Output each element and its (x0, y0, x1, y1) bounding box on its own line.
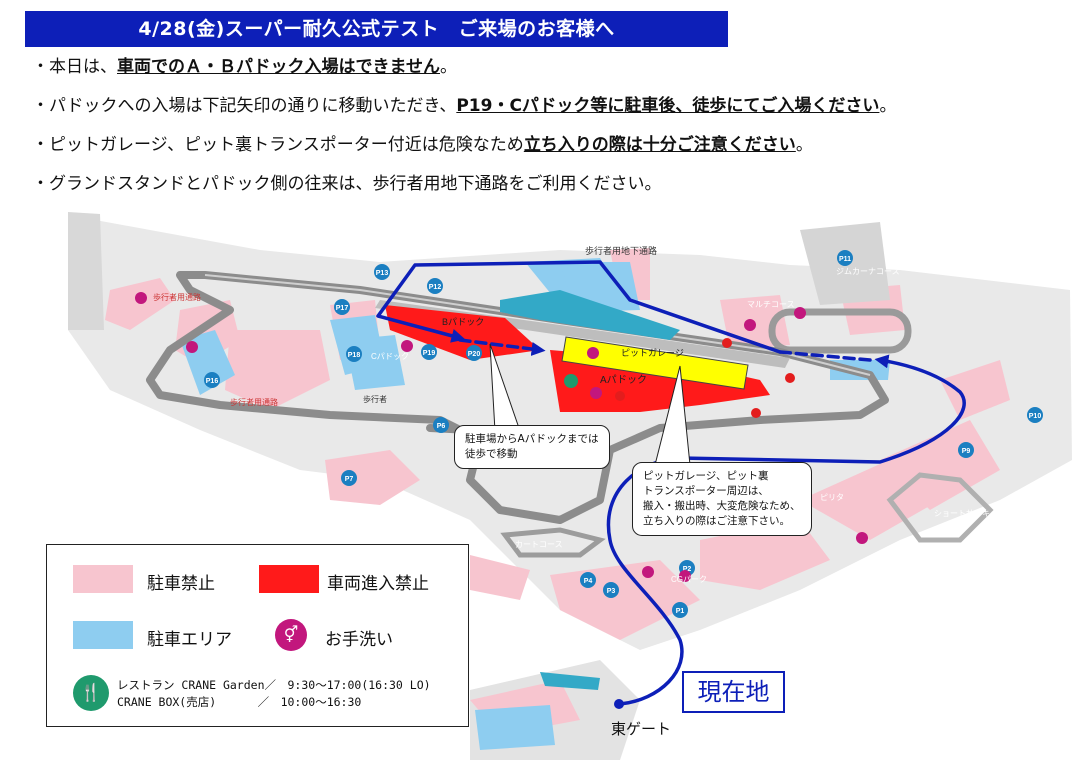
parking-marker-p17: P17 (334, 299, 350, 315)
svg-text:P17: P17 (336, 305, 349, 312)
pit-garage (561, 336, 749, 390)
parking-marker-p19: P19 (421, 344, 437, 360)
restroom-icon (642, 566, 654, 578)
parking-marker-p1: P1 (672, 602, 688, 618)
restroom-icon (587, 347, 599, 359)
ground-left-strip (68, 212, 104, 330)
svg-text:P9: P9 (962, 448, 971, 455)
parking-marker-p6: P6 (433, 417, 449, 433)
svg-text:P6: P6 (437, 423, 446, 430)
multi-course-label: マルチコース (747, 300, 795, 309)
no-entry-markers (615, 338, 795, 418)
parking-marker-p16: P16 (204, 372, 220, 388)
notice-list: ・本日は、車両でのＡ・Ｂパドック入場はできません。 ・パドックへの入場は下記矢印… (32, 58, 896, 214)
restaurant-icon: 🍴 (73, 675, 109, 711)
danger-callout: ピットガレージ、ピット裏 トランスポーター周辺は、 搬入・搬出時、大変危険なため… (632, 462, 812, 536)
svg-text:P10: P10 (1029, 413, 1042, 420)
svg-text:P2: P2 (683, 566, 692, 573)
restroom-icon (744, 319, 756, 331)
restroom-icon (679, 570, 691, 582)
parking-marker-p7: P7 (341, 470, 357, 486)
parking-marker-p18: P18 (346, 346, 362, 362)
short-circuit-label: ショートサーキット (934, 509, 1006, 518)
short-circuit-track (886, 472, 994, 543)
restroom-icon (186, 341, 198, 353)
restroom-markers (135, 292, 868, 582)
parking-marker-p13: P13 (374, 264, 390, 280)
svg-text:P20: P20 (468, 351, 481, 358)
pit-garage-label: ピットガレージ (621, 348, 684, 358)
b-paddock-label: Bパドック (442, 317, 484, 327)
restaurant-hours: レストラン CRANE Garden／ 9:30〜17:00(16:30 LO)… (117, 678, 431, 709)
svg-text:P3: P3 (607, 588, 616, 595)
restroom-icon (856, 532, 868, 544)
restroom-icon (401, 340, 413, 352)
pedestrian-road-label: 歩行者用通路 (230, 397, 278, 407)
a-paddock-label: Aパドック (600, 374, 647, 386)
pirita-label: ピリタ (820, 493, 844, 502)
current-location-dot (614, 699, 624, 709)
svg-text:P1: P1 (676, 608, 685, 615)
svg-text:P18: P18 (348, 352, 361, 359)
notice-item: ・ピットガレージ、ピット裏トランスポーター付近は危険なため立ち入りの際は十分ご注… (32, 135, 813, 155)
notice-item: ・グランドスタンドとパドック側の往来は、歩行者用地下通路をご利用ください。 (32, 174, 662, 194)
parking-marker-p3: P3 (603, 582, 619, 598)
parking-marker-p10: P10 (1027, 407, 1043, 423)
svg-text:P4: P4 (584, 578, 593, 585)
parking-marker-p4: P4 (580, 572, 596, 588)
cart-course-label: カートコース (515, 540, 563, 549)
restaurant-icon (564, 374, 578, 388)
cart-course-track (500, 527, 606, 558)
route-arrows (376, 260, 966, 706)
notice-item: ・パドックへの入場は下記矢印の通りに移動いただき、P19・Cパドック等に駐車後、… (32, 96, 897, 116)
notice-item: ・本日は、車両でのＡ・Ｂパドック入場はできません。 (32, 57, 457, 77)
no-parking-swatch (73, 565, 133, 593)
svg-text:P12: P12 (429, 284, 442, 291)
grandstand (500, 290, 680, 340)
parking-markers: P13 P12 P11 P17 P18 P19 P20 P16 P6 P7 P9… (204, 250, 1043, 618)
no-entry-icon (722, 338, 732, 348)
legend: 駐車禁止 車両進入禁止 駐車エリア ⚥ お手洗い 🍴 レストラン CRANE G… (46, 544, 469, 727)
svg-text:P13: P13 (376, 270, 389, 277)
pedestrian-underpass-label: 歩行者用地下通路 (585, 245, 657, 256)
c-paddock-label: Cパドック (371, 352, 409, 361)
parking-marker-p11: P11 (837, 250, 853, 266)
no-entry-icon (751, 408, 761, 418)
no-entry-icon (615, 391, 625, 401)
no-entry-icon (785, 373, 795, 383)
restroom-icon (590, 387, 602, 399)
walk-callout: 駐車場からAパドックまでは 徒歩で移動 (454, 425, 610, 469)
restroom-label: お手洗い (325, 630, 393, 650)
pedestrian-road-label: 歩行者用通路 (153, 292, 201, 302)
page-title: 4/28(金)スーパー耐久公式テスト ご来場のお客様へ (25, 11, 728, 47)
svg-text:P16: P16 (206, 378, 219, 385)
no-parking-label: 駐車禁止 (147, 574, 215, 594)
gymkhana-label: ジムカーナコース (836, 267, 900, 276)
map-text: 歩行者用地下通路 歩行者用通路 歩行者用通路 歩行者 Bパドック Aパドック C… (153, 245, 1006, 584)
restroom-icon (135, 292, 147, 304)
svg-text:P7: P7 (345, 476, 354, 483)
cg-park-label: CGパーク (671, 575, 707, 584)
svg-text:P11: P11 (839, 256, 851, 263)
pedestrian-bridge-label: 歩行者 (363, 394, 387, 404)
current-location-label: 現在地 (682, 671, 785, 713)
no-vehicle-swatch (259, 565, 319, 593)
entrance-gate (540, 672, 600, 690)
restroom-icon (794, 307, 806, 319)
east-gate-label: 東ゲート (611, 720, 672, 738)
parking-marker-p12: P12 (427, 278, 443, 294)
multi-course-track (768, 308, 912, 354)
parking-area-label: 駐車エリア (147, 630, 232, 650)
parking-area-swatch (73, 621, 133, 649)
restroom-icon: ⚥ (275, 619, 307, 651)
parking-marker-p20: P20 (466, 345, 482, 361)
parking-marker-p9: P9 (958, 442, 974, 458)
no-vehicle-label: 車両進入禁止 (327, 574, 429, 594)
svg-text:P19: P19 (423, 350, 436, 357)
